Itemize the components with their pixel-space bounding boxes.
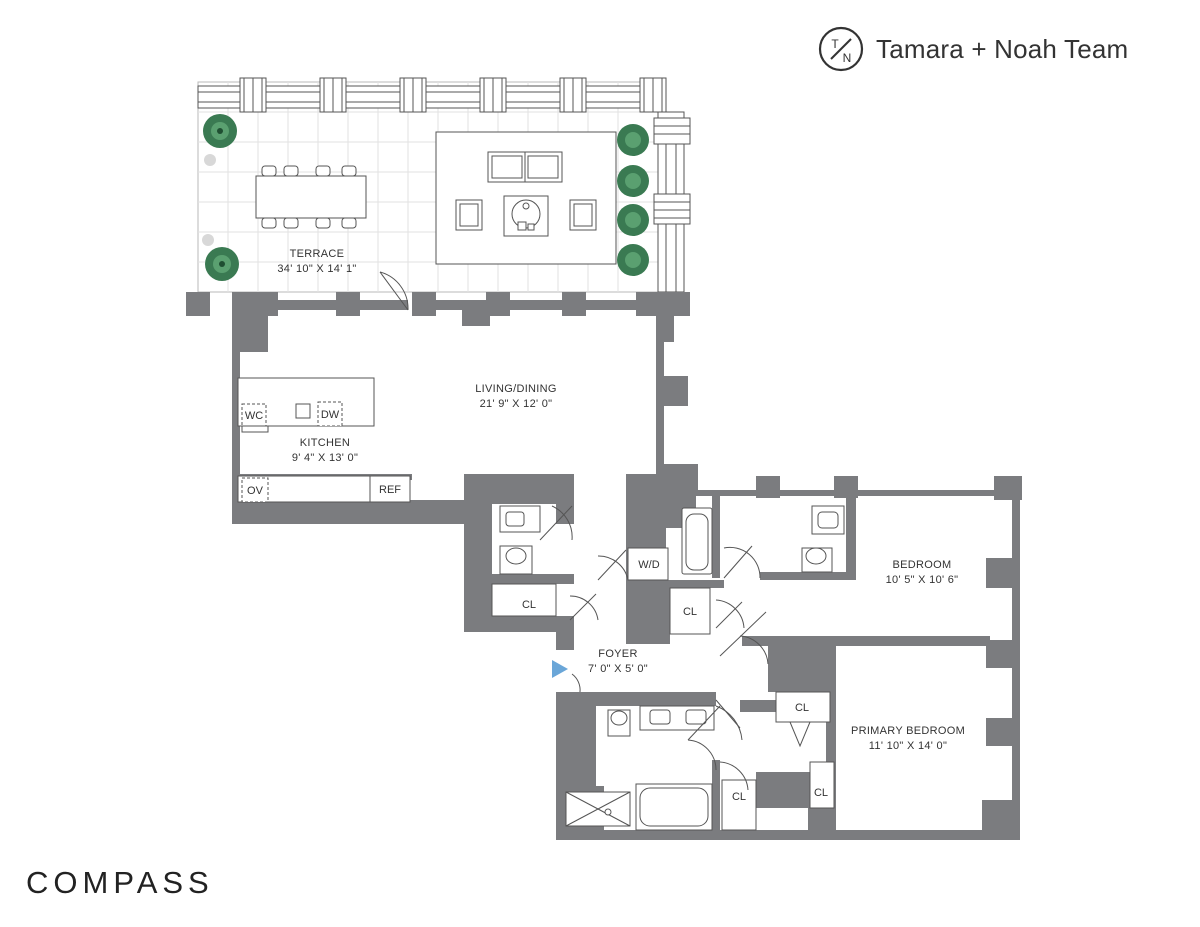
closet-label-primary-1: CL — [795, 702, 809, 714]
primary-bedroom-dims: 11' 10" X 14' 0" — [869, 740, 947, 752]
closet-label-primary-3: CL — [814, 787, 828, 799]
terrace-name: TERRACE — [290, 248, 345, 260]
dw-label: DW — [321, 409, 340, 421]
bedroom-bath-fixtures — [681, 505, 845, 575]
bedroom-name: BEDROOM — [893, 559, 952, 571]
kitchen-dims: 9' 4" X 13' 0" — [292, 452, 358, 464]
closet-label-foyer: CL — [522, 599, 536, 611]
terrace-dining-table — [255, 165, 367, 229]
bedroom-dims: 10' 5" X 10' 6" — [886, 574, 959, 586]
team-monogram-icon: T N — [818, 26, 864, 72]
room-label-bedroom: BEDROOM 10' 5" X 10' 6" — [886, 559, 959, 586]
wd-label: W/D — [638, 559, 659, 571]
room-label-primary-bedroom: PRIMARY BEDROOM 11' 10" X 14' 0" — [851, 725, 965, 752]
terrace-balustrade — [197, 77, 691, 293]
primary-bedroom-name: PRIMARY BEDROOM — [851, 725, 965, 737]
closet-label-bedroom: CL — [683, 606, 697, 618]
primary-bath-fixtures — [565, 691, 835, 831]
room-label-terrace: TERRACE 34' 10" X 14' 1" — [277, 248, 356, 275]
monogram-top-letter: T — [831, 37, 839, 51]
ref-label: REF — [379, 484, 401, 496]
room-label-foyer: FOYER 7' 0" X 5' 0" — [588, 648, 648, 675]
powder-room-fixtures — [491, 505, 557, 617]
monogram-bottom-letter: N — [843, 51, 852, 65]
closet-label-primary-2: CL — [732, 791, 746, 803]
ov-label: OV — [247, 485, 264, 497]
terrace-lounge-set — [435, 131, 617, 265]
room-label-living-dining: LIVING/DINING 21' 9" X 12' 0" — [475, 383, 557, 410]
wc-label: WC — [245, 410, 263, 422]
terrace-dims: 34' 10" X 14' 1" — [277, 263, 356, 275]
walls — [186, 292, 1022, 840]
terrace-area — [197, 77, 691, 293]
entry-arrow-icon — [552, 660, 568, 678]
team-branding: T N Tamara + Noah Team — [818, 26, 1128, 72]
kitchen-fixtures — [237, 377, 411, 503]
laundry-and-closets — [627, 547, 711, 635]
room-label-kitchen: KITCHEN 9' 4" X 13' 0" — [292, 437, 358, 464]
fixture-labels: WC DW OV REF W/D CL CL CL CL CL — [245, 409, 828, 803]
plant-icon — [202, 114, 649, 281]
kitchen-name: KITCHEN — [300, 437, 350, 449]
company-logo: COMPASS — [26, 865, 214, 900]
foyer-dims: 7' 0" X 5' 0" — [588, 663, 648, 675]
team-name: Tamara + Noah Team — [876, 33, 1129, 64]
foyer-name: FOYER — [598, 648, 637, 660]
door-swings — [379, 271, 811, 791]
living-dining-name: LIVING/DINING — [475, 383, 557, 395]
living-dining-dims: 21' 9" X 12' 0" — [480, 398, 553, 410]
